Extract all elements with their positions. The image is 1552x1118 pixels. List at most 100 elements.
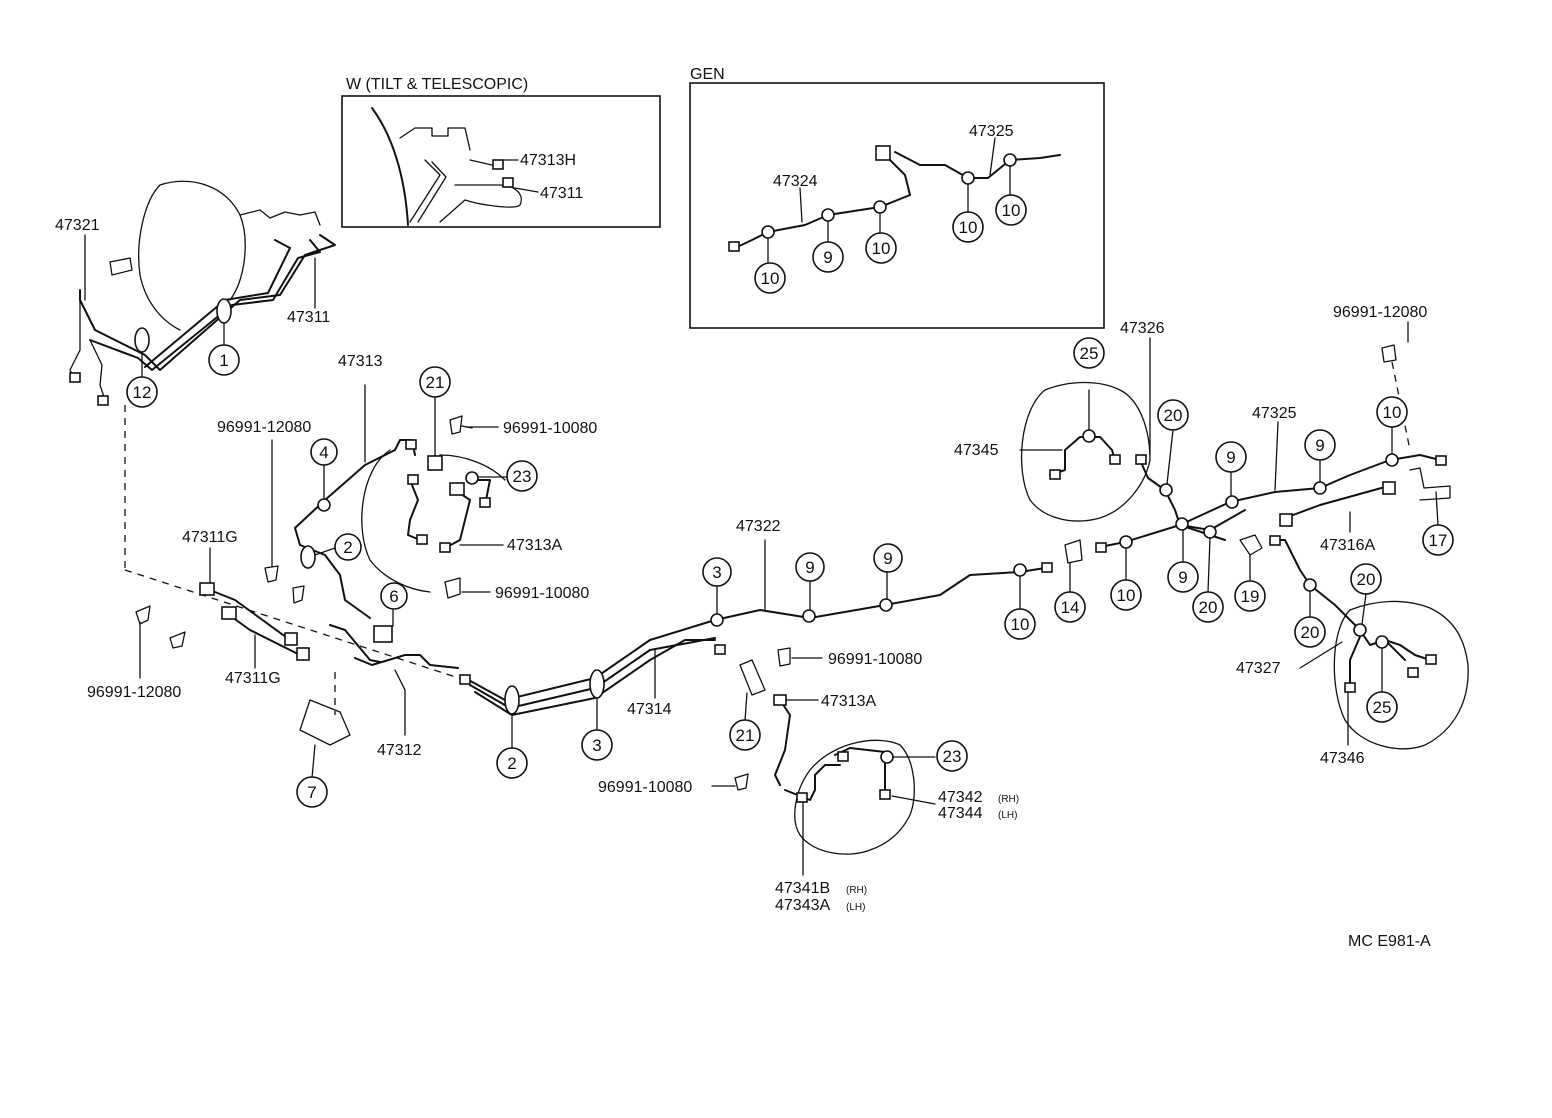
callout-20-a: 20	[1157, 399, 1189, 431]
callout-20-c: 20	[1294, 616, 1326, 648]
flex-hose-47313A-rear	[774, 699, 791, 786]
callout-2-front-text: 2	[343, 538, 352, 557]
clip-96991-10080-d	[734, 773, 749, 791]
node-c3	[710, 613, 724, 627]
label-47343A: 47343A	[775, 897, 830, 914]
label-47325-inset: 47325	[969, 123, 1014, 140]
brake-line-tilt-b	[417, 161, 447, 223]
callout-3-rear-text: 3	[592, 736, 601, 755]
fitting-47311-inset	[502, 177, 514, 188]
label-47326: 47326	[1120, 320, 1165, 337]
fitting-front-left-a	[407, 474, 419, 485]
callout-9-a: 9	[795, 552, 825, 582]
node-gen-2	[821, 208, 835, 222]
brake-line-47311-inset	[439, 184, 522, 223]
callout-10-right-a-text: 10	[1117, 586, 1136, 605]
label-96991-10080-c: 96991-10080	[828, 651, 922, 668]
label-47313: 47313	[338, 353, 383, 370]
leader-47325-inset	[989, 137, 996, 176]
callout-7-text: 7	[307, 783, 316, 802]
brake-line-47322	[464, 567, 1046, 701]
callout-20-b: 20	[1192, 591, 1224, 623]
callout-12-text: 12	[133, 383, 152, 402]
brake-line-mid	[354, 654, 459, 669]
callout-2-front: 2	[334, 533, 362, 561]
fitting-gen-end	[728, 241, 740, 252]
bracket-21-front	[427, 455, 443, 471]
callout-20-c-text: 20	[1301, 623, 1320, 642]
fitting-47321-a	[69, 372, 81, 383]
clamp-2-front	[300, 545, 316, 569]
brake-line-47346-c	[1384, 639, 1431, 661]
bracket-21-rear	[739, 659, 766, 696]
clip-96991-12080-c	[135, 605, 151, 625]
brake-line-47345	[1049, 436, 1116, 476]
brake-line-47327	[1274, 539, 1361, 631]
fitting-47322-start	[459, 674, 471, 685]
node-gen-1	[761, 225, 775, 239]
callout-21-rear: 21	[729, 719, 761, 751]
callout-9-a-text: 9	[805, 558, 814, 577]
fitting-47326	[1135, 454, 1147, 465]
callout-17: 17	[1422, 524, 1454, 556]
callout-9-b: 9	[873, 543, 903, 573]
fitting-rear-right-a	[1407, 667, 1419, 678]
fitting-47316A-b	[1382, 481, 1396, 495]
callout-1: 1	[208, 344, 240, 376]
callout-gen-3-text: 10	[872, 239, 891, 258]
label-47314: 47314	[627, 701, 672, 718]
node-c23-rear	[880, 750, 894, 764]
label-47342: 47342	[938, 789, 983, 806]
callout-1-text: 1	[219, 351, 228, 370]
leader-c2-front	[314, 547, 336, 556]
label-47345: 47345	[954, 442, 999, 459]
label-47313A-front: 47313A	[507, 537, 562, 554]
master-cylinder-body	[399, 127, 471, 151]
figure-code: MC E981-A	[1348, 933, 1431, 950]
brake-line-47325-main	[1099, 454, 1441, 548]
flex-hose-47313A-front	[444, 489, 471, 549]
label-47327: 47327	[1236, 660, 1281, 677]
label-47341B-side: (RH)	[846, 885, 867, 896]
label-96991-12080-a: 96991-12080	[217, 419, 311, 436]
inset-gen-frame	[689, 82, 1105, 329]
fitting-47313H	[492, 159, 504, 170]
label-47311G-a: 47311G	[182, 529, 238, 546]
node-c9-right-c	[1313, 481, 1327, 495]
node-c25-upper	[1082, 429, 1096, 443]
callout-14-text: 14	[1061, 598, 1080, 617]
label-47311G-b: 47311G	[225, 670, 281, 687]
callout-20-a-text: 20	[1164, 406, 1183, 425]
callout-20-d: 20	[1350, 563, 1382, 595]
node-c10-rear	[1013, 563, 1027, 577]
callout-23-front-text: 23	[513, 467, 532, 486]
fitting-47322-end	[1041, 562, 1053, 573]
brake-line-47312	[329, 624, 381, 663]
inset-tilt-title: W (TILT & TELESCOPIC)	[346, 76, 528, 93]
brake-line-47321-b	[89, 239, 321, 371]
brake-line-47321-drop-b	[89, 339, 106, 401]
leader-47312-a	[394, 669, 406, 691]
dash-link-b	[124, 569, 466, 681]
brake-line-47321-a	[79, 234, 336, 371]
clip-96991-10080-b	[444, 577, 461, 599]
leader-c20-a	[1166, 429, 1174, 485]
callout-gen-4: 10	[952, 211, 984, 243]
node-c9-right-a	[1175, 517, 1189, 531]
clip-96991-12080-a	[264, 565, 279, 583]
callout-10-right-b: 10	[1376, 396, 1408, 428]
leader-c20-d	[1361, 593, 1367, 625]
callout-21-front-text: 21	[426, 373, 445, 392]
fitting-47345-a	[1049, 469, 1061, 480]
callout-25-upper: 25	[1073, 337, 1105, 369]
brake-line-front-left-hose	[407, 479, 421, 541]
leader-47325	[1274, 421, 1279, 491]
clip-96991-12080-d	[169, 631, 186, 649]
label-96991-12080-c: 96991-12080	[1333, 304, 1427, 321]
flex-hose-end	[474, 479, 491, 506]
callout-10-rear: 10	[1004, 608, 1036, 640]
label-47316A: 47316A	[1320, 537, 1375, 554]
clamp-2-rear	[504, 685, 520, 715]
callout-12: 12	[126, 376, 158, 408]
